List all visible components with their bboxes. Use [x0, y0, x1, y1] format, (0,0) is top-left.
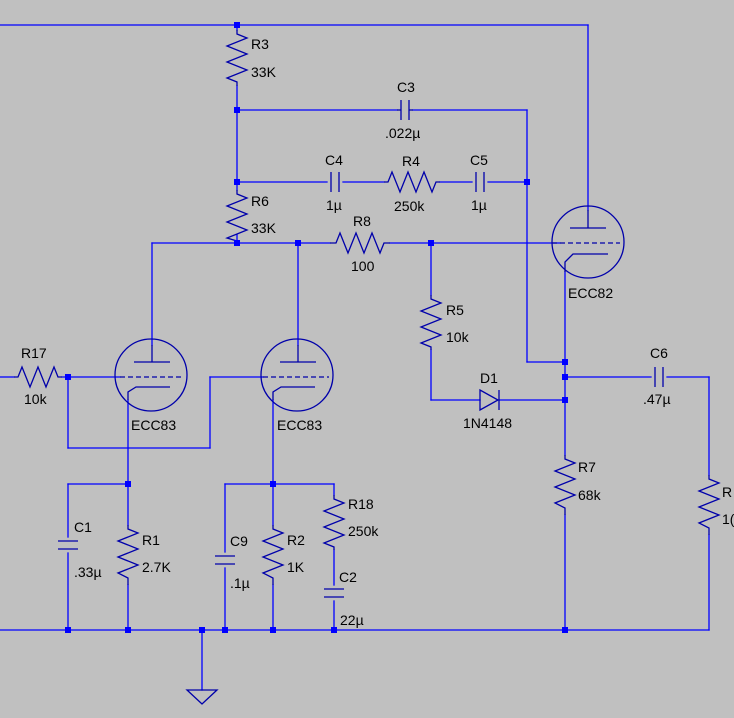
C1-value: .33µ	[74, 564, 102, 580]
R3-value: 33K	[251, 64, 277, 80]
R5-value: 10k	[446, 329, 470, 345]
R4-value: 250k	[394, 198, 425, 214]
ground-symbol	[185, 689, 219, 705]
resistor-R17[interactable]: R17 10k	[14, 345, 62, 407]
R2-value: 1K	[287, 559, 305, 575]
tube-V3-ecc82[interactable]: ECC82	[551, 205, 625, 301]
C9-value: .1µ	[230, 575, 250, 591]
capacitor-C5[interactable]: C5 1µ	[470, 152, 488, 213]
V2-label: ECC83	[277, 417, 322, 433]
capacitor-C3[interactable]: C3 .022µ	[385, 79, 420, 141]
R8-value: 100	[351, 258, 375, 274]
resistor-R6[interactable]: R6 33K	[225, 190, 277, 243]
R7-value: 68k	[578, 487, 602, 503]
V3-label: ECC82	[568, 285, 613, 301]
R18-ref: R18	[348, 496, 374, 512]
C5-value: 1µ	[471, 197, 487, 213]
resistor-R1[interactable]: R1 2.7K	[116, 525, 171, 585]
R2-ref: R2	[287, 532, 305, 548]
Rx-value: 1(	[722, 511, 734, 527]
R17-ref: R17	[21, 345, 47, 361]
resistor-R7[interactable]: R7 68k	[553, 455, 602, 515]
C9-ref: C9	[230, 533, 248, 549]
R1-value: 2.7K	[142, 559, 171, 575]
C5-ref: C5	[470, 152, 488, 168]
resistor-R3[interactable]: R3 33K	[225, 30, 277, 86]
resistor-R-partial[interactable]: R 1(	[697, 475, 734, 535]
D1-value: 1N4148	[463, 415, 512, 431]
resistor-R2[interactable]: R2 1K	[261, 525, 305, 585]
R1-ref: R1	[142, 532, 160, 548]
resistor-R4[interactable]: R4 250k	[384, 153, 440, 214]
R7-ref: R7	[578, 459, 596, 475]
C2-value: 22µ	[340, 612, 364, 628]
D1-ref: D1	[480, 370, 498, 386]
C2-ref: C2	[339, 569, 357, 585]
R17-value: 10k	[24, 391, 48, 407]
R3-ref: R3	[251, 36, 269, 52]
capacitor-C6[interactable]: C6 .47µ	[643, 345, 671, 407]
C4-value: 1µ	[326, 197, 342, 213]
R18-value: 250k	[348, 523, 379, 539]
C3-ref: C3	[397, 79, 415, 95]
capacitor-C2[interactable]: C2 22µ	[324, 569, 364, 628]
diode-D1[interactable]: D1 1N4148	[463, 370, 512, 431]
Rx-ref: R	[722, 484, 732, 500]
R8-ref: R8	[353, 213, 371, 229]
R6-ref: R6	[251, 193, 269, 209]
R4-ref: R4	[402, 153, 420, 169]
resistor-R18[interactable]: R18 250k	[322, 495, 379, 550]
R5-ref: R5	[446, 302, 464, 318]
tube-V1-ecc83[interactable]: ECC83	[114, 338, 188, 433]
C3-value: .022µ	[385, 125, 420, 141]
C1-ref: C1	[74, 519, 92, 535]
junction-dots	[65, 22, 568, 633]
capacitor-C4[interactable]: C4 1µ	[325, 152, 343, 213]
resistor-R8[interactable]: R8 100	[330, 213, 390, 274]
C4-ref: C4	[325, 152, 343, 168]
capacitor-C1[interactable]: C1 .33µ	[58, 519, 102, 580]
capacitor-C9[interactable]: C9 .1µ	[215, 533, 250, 591]
C6-ref: C6	[650, 345, 668, 361]
V1-label: ECC83	[131, 417, 176, 433]
C6-value: .47µ	[643, 391, 671, 407]
tube-V2-ecc83[interactable]: ECC83	[260, 338, 334, 433]
R6-value: 33K	[251, 220, 277, 236]
wires	[0, 24, 710, 691]
resistor-R5[interactable]: R5 10k	[419, 295, 470, 350]
